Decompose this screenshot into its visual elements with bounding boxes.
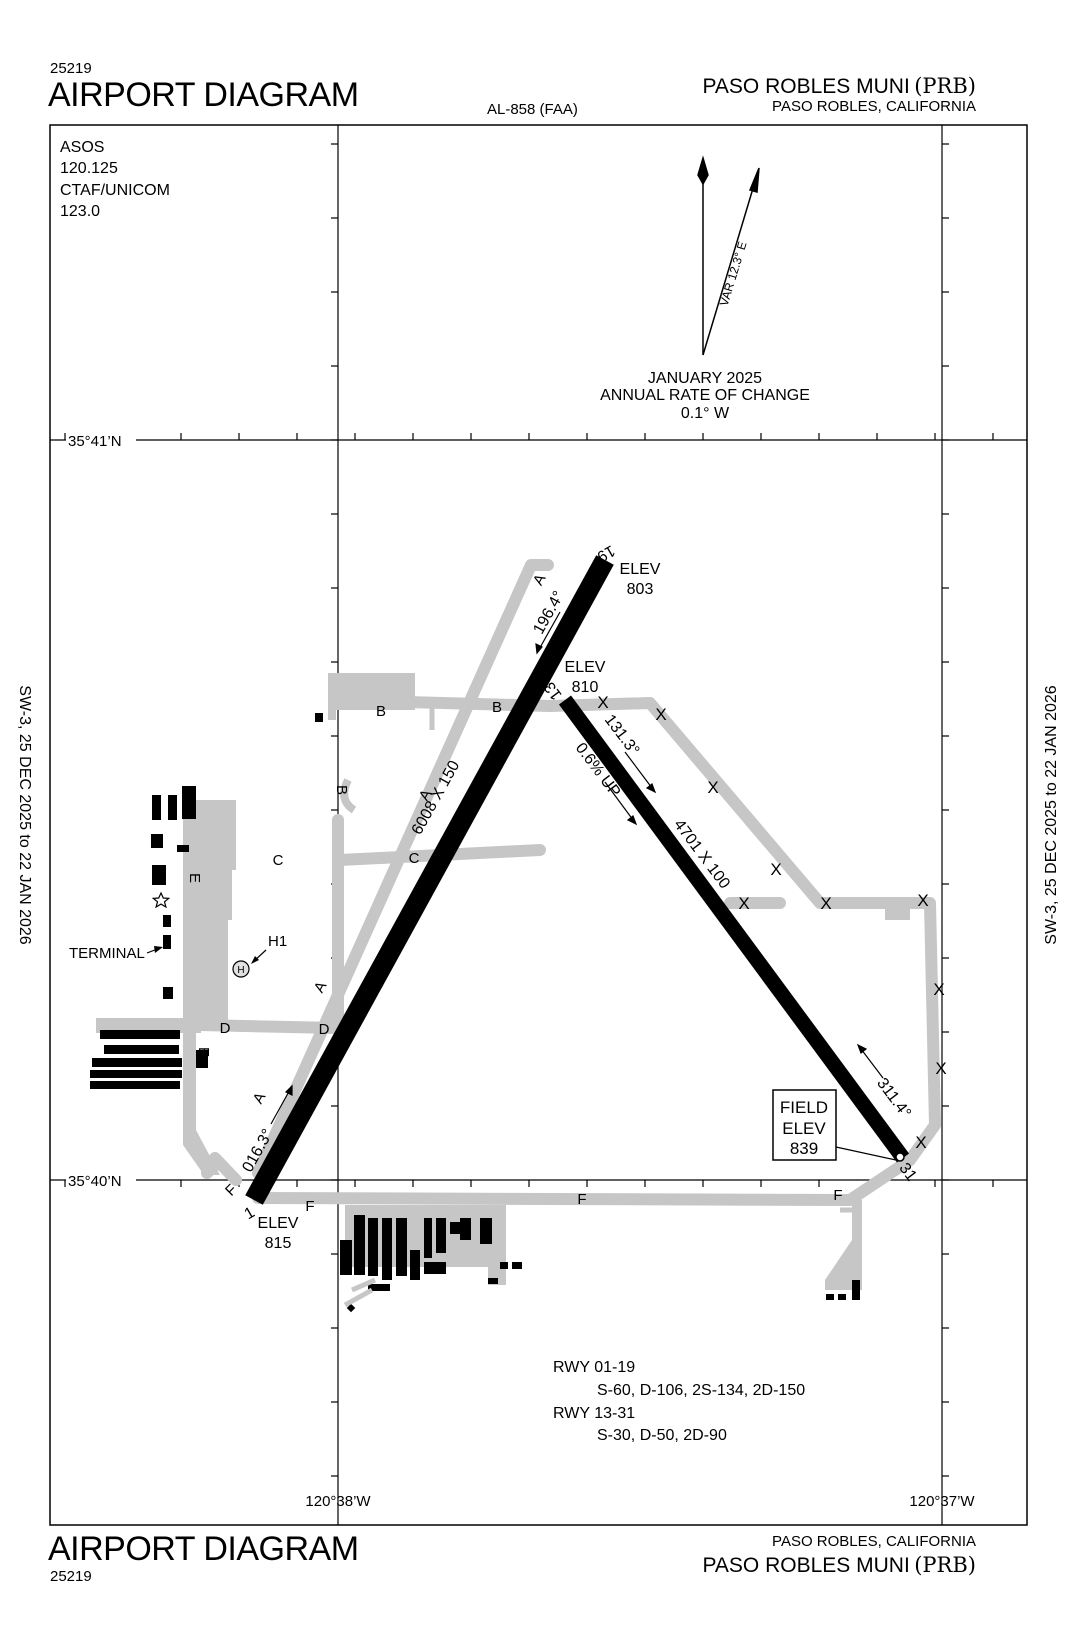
field-elev-line2: ELEV [782, 1119, 826, 1138]
closed-x: X [707, 778, 718, 797]
taxiway-f-label: F [833, 1187, 842, 1204]
taxiway-b-label: B [333, 785, 350, 795]
chart-title-bottom: AIRPORT DIAGRAM [48, 1530, 359, 1568]
taxiway-f-label: F [305, 1198, 314, 1215]
side-date-left: SW-3, 25 DEC 2025 to 22 JAN 2026 [16, 685, 33, 945]
magnetic-variation: VAR 12.3° E [717, 240, 750, 308]
taxiway-e-label: E [186, 873, 203, 883]
ctaf-label: CTAF/UNICOM [60, 182, 170, 199]
service-roads [343, 700, 862, 1308]
closed-x: X [935, 1059, 946, 1078]
elev-label: ELEV [565, 659, 606, 676]
rwy-01-19-label: RWY 01-19 [553, 1359, 635, 1376]
magnetic-info: JANUARY 2025 ANNUAL RATE OF CHANGE 0.1° … [600, 370, 810, 422]
elev-1-value: 815 [265, 1235, 292, 1252]
taxiway-loop [340, 778, 357, 814]
airport-name: PASO ROBLES MUNI [702, 75, 910, 98]
taxiway-d-label: D [220, 1020, 231, 1037]
field-elev-value: 839 [790, 1139, 818, 1158]
taxiway-a-label: A [311, 979, 331, 996]
taxiway-c-label: C [273, 852, 284, 869]
closed-x: X [770, 860, 781, 879]
runway-19-end: 19 [594, 541, 618, 565]
rwy-13-31-strength: S-30, D-50, 2D-90 [597, 1427, 727, 1444]
taxiway-d-label: D [319, 1021, 330, 1038]
closed-x: X [738, 894, 749, 913]
helipad-label: H1 [268, 933, 287, 950]
magnetic-date: JANUARY 2025 [648, 370, 762, 387]
grid-labels: 35°41’N 35°40’N 120°38’W 120°37’W [66, 430, 975, 1510]
closed-x: X [915, 1133, 926, 1152]
closed-x: X [597, 693, 608, 712]
magnetic-north-line [702, 174, 758, 356]
closed-x: X [917, 891, 928, 910]
svg-text:H: H [237, 965, 244, 976]
elev-19-value: 803 [627, 581, 654, 598]
runway-01-19 [245, 555, 614, 1205]
terminal-label-group: TERMINAL [69, 891, 171, 962]
runway-01-19-arrows [270, 611, 561, 1125]
pavement-strength: RWY 01-19 S-60, D-106, 2S-134, 2D-150 RW… [553, 1359, 805, 1444]
asos-label: ASOS [60, 139, 104, 156]
airport-name: PASO ROBLES MUNI [702, 1554, 910, 1577]
north-arrows [697, 155, 760, 356]
latitude-bottom-label: 35°40’N [68, 1173, 122, 1190]
location-bottom: PASO ROBLES, CALIFORNIA [772, 1533, 976, 1550]
chart-title-top: AIRPORT DIAGRAM [48, 76, 359, 114]
airport-name-bottom: PASO ROBLES MUNI (PRB) [702, 1553, 976, 1578]
elev-13-value: 810 [572, 679, 599, 696]
taxiway-a-label: A [530, 571, 550, 588]
field-elev-box: FIELD ELEV 839 [772, 1089, 905, 1162]
taxiway-b-label: B [492, 699, 502, 716]
taxiway-a-label: A [250, 1090, 270, 1107]
taxiway-b-label: B [376, 703, 386, 720]
closed-x: X [820, 894, 831, 913]
airport-code: (PRB) [914, 1553, 976, 1577]
true-north-arrow-icon [697, 155, 709, 186]
helipad-group: H H1 [232, 933, 287, 978]
taxiway-pavement [194, 559, 941, 1206]
location-top: PASO ROBLES, CALIFORNIA [772, 98, 976, 115]
rwy-13-31-label: RWY 13-31 [553, 1405, 635, 1422]
closed-x: X [933, 980, 944, 999]
airport-name-top: PASO ROBLES MUNI (PRB) [702, 74, 976, 99]
rwy-01-19-strength: S-60, D-106, 2S-134, 2D-150 [597, 1382, 805, 1399]
magnetic-rate-label: ANNUAL RATE OF CHANGE [600, 387, 810, 404]
magnetic-rate-value: 0.1° W [681, 405, 730, 422]
runway-01-19-labels: 6008 X 150 196.4° 016.3° 19 1 ELEV 803 E… [239, 541, 660, 1252]
terminal-label: TERMINAL [69, 945, 145, 962]
side-date-right: SW-3, 25 DEC 2025 to 22 JAN 2026 [1043, 685, 1060, 945]
procedure-number-bottom: 25219 [50, 1568, 92, 1585]
longitude-right-label: 120°37’W [909, 1493, 975, 1510]
elev-label: ELEV [258, 1215, 299, 1232]
elev-label: ELEV [620, 561, 661, 578]
field-elev-point [895, 1152, 905, 1162]
runway-1-end: 1 [242, 1204, 258, 1223]
airport-code: (PRB) [914, 74, 976, 98]
taxiway-f-label: F [577, 1191, 586, 1208]
taxiway-c-label: C [409, 850, 420, 867]
closed-marks: X X X X X X X X X X [597, 693, 946, 1152]
latitude-top-label: 35°41’N [68, 433, 122, 450]
runway-13-31-arrows [604, 751, 884, 1079]
procedure-number-top: 25219 [50, 60, 92, 77]
frequency-block: ASOS 120.125 CTAF/UNICOM 123.0 [60, 139, 170, 220]
magnetic-north-arrow-icon [748, 167, 760, 193]
ctaf-frequency: 123.0 [60, 203, 100, 220]
longitude-left-label: 120°38’W [305, 1493, 371, 1510]
field-elev-line1: FIELD [780, 1098, 828, 1117]
taxiway-e-label: E [195, 1047, 212, 1057]
chart-id: AL-858 (FAA) [487, 101, 578, 118]
asos-frequency: 120.125 [60, 160, 118, 177]
star-icon [151, 891, 171, 909]
runway-13-31 [558, 695, 910, 1163]
helipad-icon [232, 960, 250, 978]
chart-frame [49, 124, 1028, 1526]
closed-x: X [655, 705, 666, 724]
buildings [90, 713, 860, 1313]
